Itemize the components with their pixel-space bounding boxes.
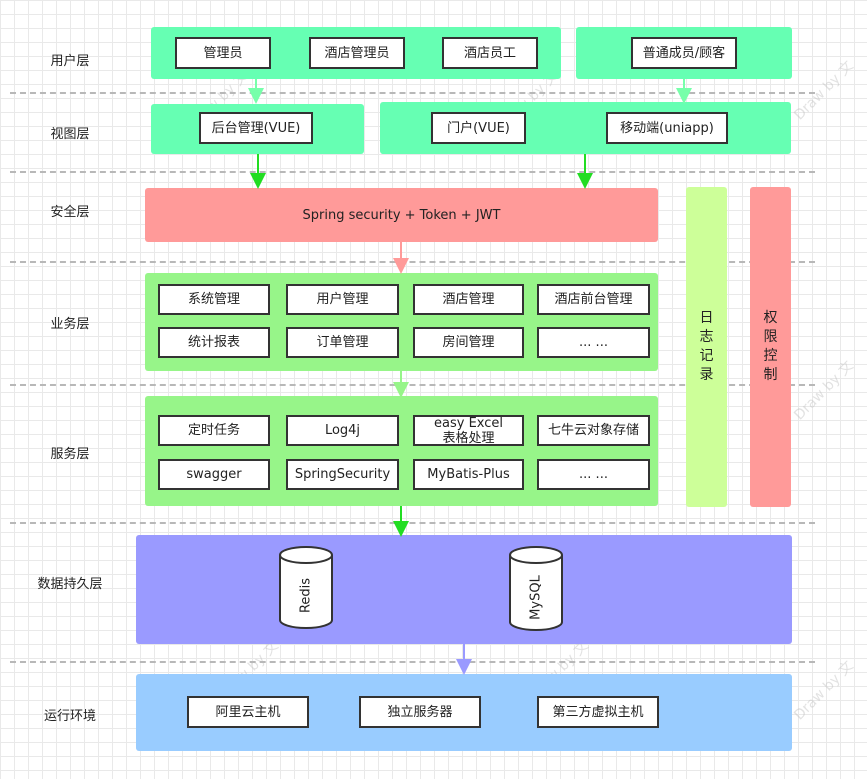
mobile-box[interactable]: 移动端(uniapp) — [606, 112, 728, 144]
guest-box[interactable]: 普通成员/顾客 — [631, 37, 737, 69]
mysql-cylinder[interactable] — [509, 546, 563, 631]
logging-char: 录 — [699, 367, 714, 383]
qiniu-storage-box[interactable]: 七牛云对象存储 — [537, 415, 650, 446]
mybatis-plus-box[interactable]: MyBatis-Plus — [413, 459, 524, 490]
logging-char: 日 — [699, 310, 714, 326]
easy-excel-box[interactable]: easy Excel 表格处理 — [413, 415, 524, 446]
log4j-box[interactable]: Log4j — [286, 415, 399, 446]
permission-label: 权 限 控 制 — [750, 187, 791, 507]
backend-admin-box[interactable]: 后台管理(VUE) — [199, 112, 313, 144]
system-management-box[interactable]: 系统管理 — [158, 284, 270, 315]
logging-panel — [686, 187, 727, 507]
layer-label-security: 安全层 — [50, 205, 90, 220]
logging-char: 志 — [699, 329, 714, 345]
aliyun-host-box[interactable]: 阿里云主机 — [187, 696, 309, 728]
layer-label-service: 服务层 — [50, 447, 90, 462]
more-service-box[interactable]: ... ... — [537, 459, 650, 490]
layer-divider — [10, 171, 815, 173]
layer-divider — [10, 261, 815, 263]
portal-box[interactable]: 门户(VUE) — [431, 112, 526, 144]
hotel-staff-box[interactable]: 酒店员工 — [442, 37, 538, 69]
redis-cylinder[interactable] — [279, 546, 333, 629]
permission-char: 制 — [763, 367, 778, 383]
logging-label: 日 志 记 录 — [686, 187, 727, 507]
permission-char: 控 — [763, 348, 778, 364]
hotel-management-box[interactable]: 酒店管理 — [413, 284, 524, 315]
virtual-host-box[interactable]: 第三方虚拟主机 — [537, 696, 659, 728]
layer-label-user: 用户层 — [50, 54, 90, 69]
order-management-box[interactable]: 订单管理 — [286, 327, 399, 358]
layer-label-business: 业务层 — [50, 317, 90, 332]
permission-char: 限 — [763, 329, 778, 345]
swagger-box[interactable]: swagger — [158, 459, 270, 490]
logging-char: 记 — [699, 348, 714, 364]
layer-label-persistence: 数据持久层 — [37, 577, 103, 592]
room-management-box[interactable]: 房间管理 — [413, 327, 524, 358]
admin-box[interactable]: 管理员 — [175, 37, 271, 69]
permission-panel — [750, 187, 791, 507]
statistics-report-box[interactable]: 统计报表 — [158, 327, 270, 358]
layer-divider — [10, 522, 815, 524]
layer-label-view: 视图层 — [50, 127, 90, 142]
persistence-layer-band — [136, 535, 792, 644]
more-business-box[interactable]: ... ... — [537, 327, 650, 358]
layer-divider — [10, 661, 815, 663]
security-banner: Spring security + Token + JWT — [145, 188, 658, 242]
layer-divider — [10, 384, 815, 386]
layer-divider — [10, 92, 815, 94]
user-management-box[interactable]: 用户管理 — [286, 284, 399, 315]
scheduled-task-box[interactable]: 定时任务 — [158, 415, 270, 446]
spring-security-box[interactable]: SpringSecurity — [286, 459, 399, 490]
front-desk-management-box[interactable]: 酒店前台管理 — [537, 284, 650, 315]
dedicated-server-box[interactable]: 独立服务器 — [359, 696, 481, 728]
permission-char: 权 — [763, 310, 778, 326]
hotel-admin-box[interactable]: 酒店管理员 — [309, 37, 405, 69]
layer-label-runtime: 运行环境 — [43, 709, 96, 724]
